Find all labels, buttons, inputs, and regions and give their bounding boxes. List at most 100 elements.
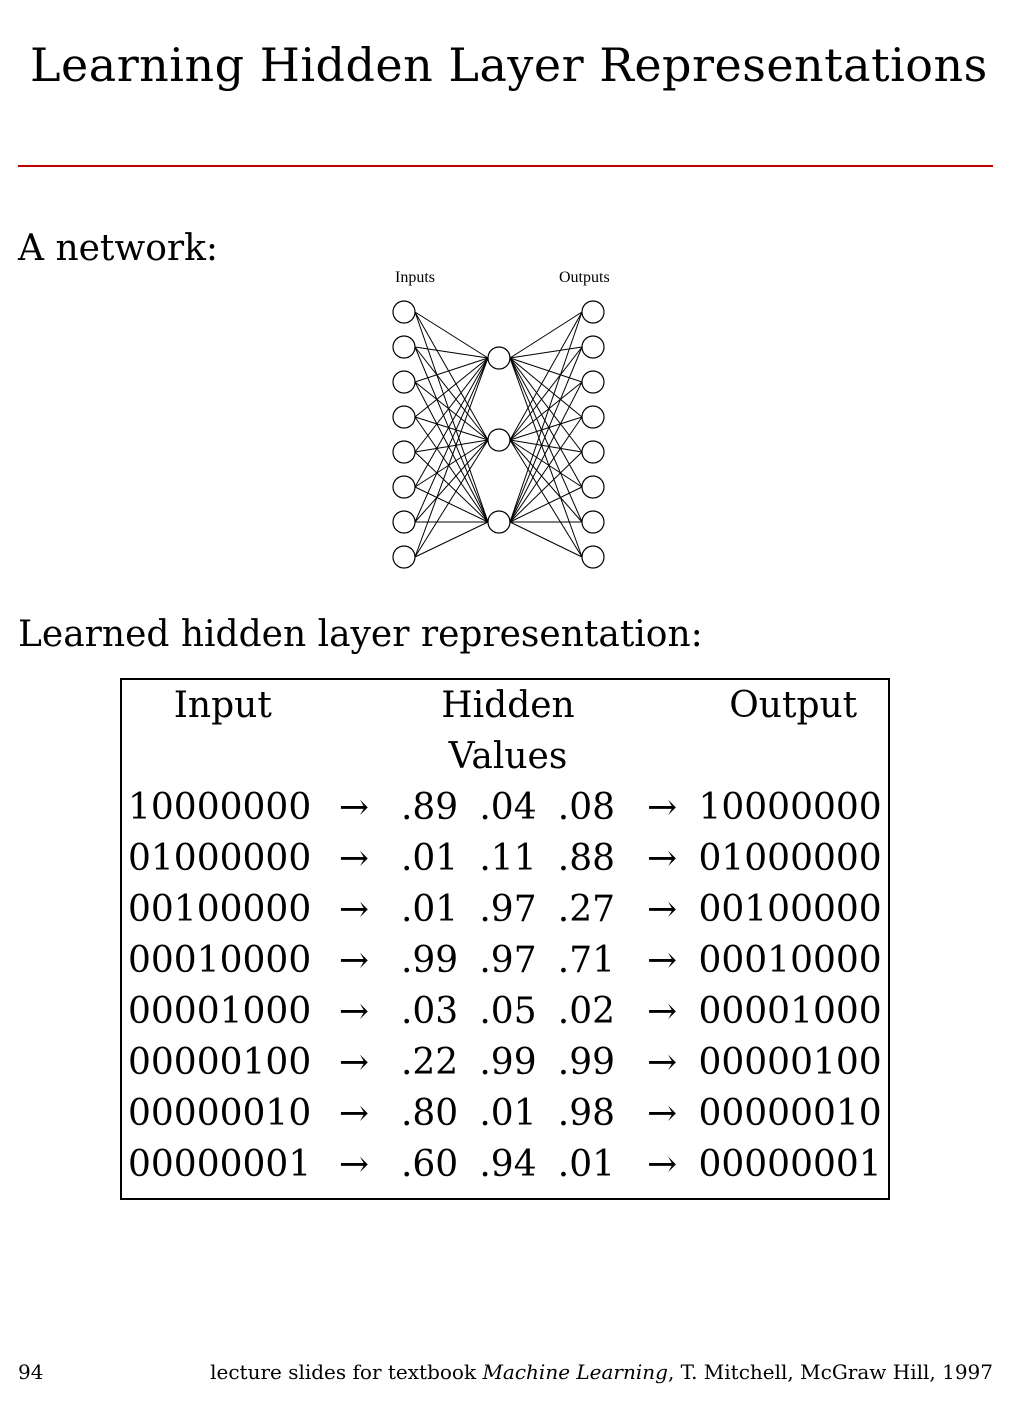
hidden-value-2: .01 [479, 1093, 537, 1134]
arrow-out: → [646, 991, 678, 1032]
output-pattern: 00000001 [698, 1144, 882, 1185]
table-row: 01000000→.01.11.88→01000000 [128, 833, 888, 884]
arrow-in: → [338, 940, 370, 981]
hidden-value-2: .97 [479, 940, 537, 981]
connection [414, 439, 489, 523]
input-node [392, 370, 416, 394]
arrow-out: → [646, 889, 678, 930]
input-pattern: 00000100 [128, 1042, 312, 1083]
credit-suffix: , T. Mitchell, McGraw Hill, 1997 [667, 1360, 993, 1384]
connection [509, 346, 583, 359]
connection [414, 346, 489, 523]
arrow-out: → [646, 940, 678, 981]
connection [414, 311, 489, 359]
arrow-in: → [338, 1144, 370, 1185]
connection [414, 346, 489, 359]
table-header-row: Input Hidden Output [128, 680, 888, 731]
connection [414, 311, 489, 441]
connection [414, 357, 489, 453]
connection [509, 381, 583, 523]
arrow-out: → [646, 787, 678, 828]
page-title: Learning Hidden Layer Representations [30, 38, 988, 92]
connection [509, 439, 583, 453]
hidden-value-2: .11 [479, 838, 537, 879]
connection [414, 439, 489, 558]
outputs-label: Outputs [559, 269, 610, 286]
connection [414, 346, 489, 441]
footer-credit: lecture slides for textbook Machine Lear… [210, 1360, 993, 1384]
connection [414, 357, 489, 558]
arrow-in: → [338, 838, 370, 879]
input-pattern: 01000000 [128, 838, 312, 879]
input-pattern: 10000000 [128, 787, 312, 828]
network-diagram: Inputs Outputs [360, 258, 660, 582]
connection [414, 451, 489, 523]
credit-prefix: lecture slides for textbook [210, 1360, 483, 1384]
connection [414, 416, 489, 441]
output-pattern: 00000100 [698, 1042, 882, 1083]
output-pattern: 10000000 [698, 787, 882, 828]
connection [414, 381, 489, 523]
table-row: 00010000→.99.97.71→00010000 [128, 935, 888, 986]
connection [414, 486, 489, 523]
connection [509, 381, 583, 441]
connection [414, 416, 489, 523]
arrow-in: → [338, 1093, 370, 1134]
output-pattern: 00001000 [698, 991, 882, 1032]
title-divider [18, 165, 993, 167]
connection [509, 357, 583, 453]
input-pattern: 00001000 [128, 991, 312, 1032]
connection [414, 357, 489, 523]
page-number: 94 [18, 1360, 44, 1384]
hidden-value-2: .05 [479, 991, 537, 1032]
hidden-value-2: .04 [479, 787, 537, 828]
hidden-value-3: .08 [557, 787, 616, 828]
hidden-value-3: .88 [557, 838, 616, 879]
connection [509, 439, 583, 558]
header-output: Output [729, 685, 858, 726]
connection [509, 416, 583, 523]
connection [414, 357, 489, 418]
output-pattern: 01000000 [698, 838, 882, 879]
hidden-value-1: .80 [400, 1093, 459, 1134]
connection [509, 357, 583, 488]
connection [414, 521, 489, 558]
connection [509, 416, 583, 441]
hidden-value-1: .01 [400, 889, 459, 930]
table-row: 00100000→.01.97.27→00100000 [128, 884, 888, 935]
connection [509, 311, 583, 359]
hidden-node [487, 346, 511, 370]
hidden-value-3: .01 [557, 1144, 616, 1185]
output-pattern: 00010000 [698, 940, 882, 981]
table-row: 00001000→.03.05.02→00001000 [128, 986, 888, 1037]
input-pattern: 00010000 [128, 940, 312, 981]
representation-table: Input Hidden Output Values 10000000 → .89.… [120, 678, 890, 1200]
arrow-in: → [338, 787, 370, 828]
output-node [581, 440, 605, 464]
learned-representation-label: Learned hidden layer representation: [18, 614, 703, 655]
connection [509, 451, 583, 523]
hidden-value-1: .89 [400, 787, 459, 828]
table-row: 00000010→.80.01.98→00000010 [128, 1088, 888, 1139]
connection [509, 521, 583, 558]
hidden-node [487, 428, 511, 452]
input-pattern: 00100000 [128, 889, 312, 930]
network-edges [414, 311, 583, 558]
output-node [581, 370, 605, 394]
representation-grid: Input Hidden Output Values 10000000 → .89.… [128, 680, 888, 1190]
input-node [392, 405, 416, 429]
connection [414, 311, 489, 523]
hidden-value-1: .60 [400, 1144, 459, 1185]
connection [509, 439, 583, 488]
connection [509, 346, 583, 523]
hidden-value-3: .99 [557, 1042, 616, 1083]
arrow-in: → [338, 1042, 370, 1083]
input-node [392, 510, 416, 534]
hidden-value-1: .01 [400, 838, 459, 879]
header-hidden-values: Values [448, 736, 568, 777]
connection [509, 311, 583, 523]
connection [509, 357, 583, 558]
connection [414, 357, 489, 383]
hidden-value-2: .97 [479, 889, 537, 930]
connection [509, 357, 583, 418]
